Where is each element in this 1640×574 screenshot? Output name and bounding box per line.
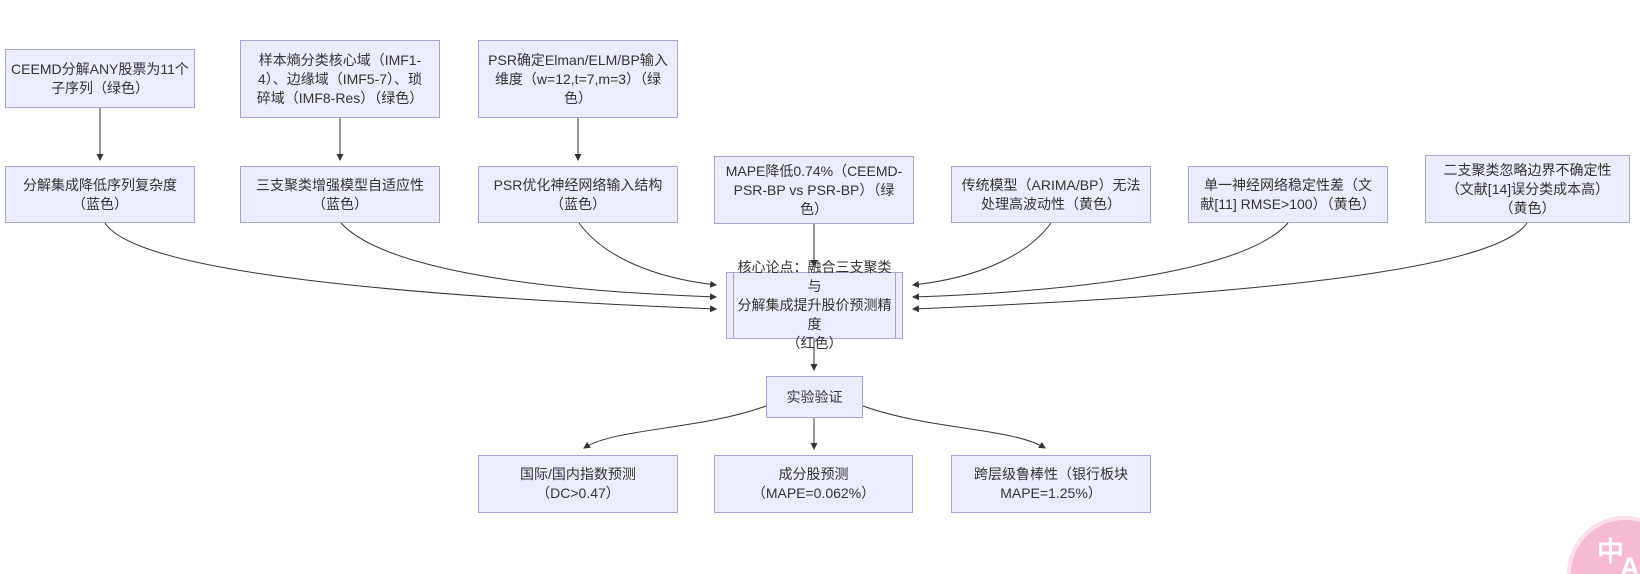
node-constituent-stock-prediction: 成分股预测 （MAPE=0.062%） (714, 455, 913, 513)
node-mape-reduction: MAPE降低0.74%（CEEMD- PSR-BP vs PSR-BP）（绿 色… (714, 156, 914, 224)
edge-I-K (911, 222, 1289, 301)
node-sample-entropy-classification: 样本熵分类核心域（IMF1- 4）、边缘域（IMF5-7）、琐 碎域（IMF8-… (240, 40, 440, 118)
edge-L-M (583, 405, 767, 449)
edge-J-K (911, 222, 1528, 313)
edge-E-K (340, 222, 718, 301)
translate-icon-latin: A (1620, 552, 1640, 574)
translate-button[interactable]: 中 A (1567, 516, 1640, 574)
node-decomposition-reduces-complexity: 分解集成降低序列复杂度 （蓝色） (5, 166, 195, 223)
node-two-way-clustering-limitation: 二支聚类忽略边界不确定性 （文献[14]误分类成本高） （黄色） (1425, 155, 1630, 223)
node-three-way-clustering-adaptivity: 三支聚类增强模型自适应性 （蓝色） (240, 166, 440, 223)
node-traditional-model-limitation: 传统模型（ARIMA/BP）无法 处理高波动性（黄色） (951, 166, 1151, 223)
node-index-prediction: 国际/国内指数预测 （DC>0.47） (478, 455, 678, 513)
node-single-nn-instability: 单一神经网络稳定性差（文 献[11] RMSE>100）（黄色） (1188, 166, 1388, 223)
node-psr-optimizes-input-structure: PSR优化神经网络输入结构 （蓝色） (478, 166, 678, 223)
node-psr-input-dimension: PSR确定Elman/ELM/BP输入 维度（w=12,t=7,m=3）（绿 色… (478, 40, 678, 118)
edge-H-K (911, 222, 1052, 288)
edge-F-K (578, 222, 718, 288)
node-ceemd-decomposition: CEEMD分解ANY股票为11个 子序列（绿色） (5, 49, 195, 108)
translate-icon: 中 (1597, 537, 1624, 567)
edge-L-O (862, 405, 1046, 449)
edge-D-K (104, 222, 718, 313)
node-cross-level-robustness: 跨层级鲁棒性（银行板块 MAPE=1.25%） (951, 455, 1151, 513)
node-core-thesis: 核心论点：融合三支聚类与 分解集成提升股价预测精度 （红色） (726, 259, 903, 351)
node-experimental-validation: 实验验证 (766, 376, 863, 418)
